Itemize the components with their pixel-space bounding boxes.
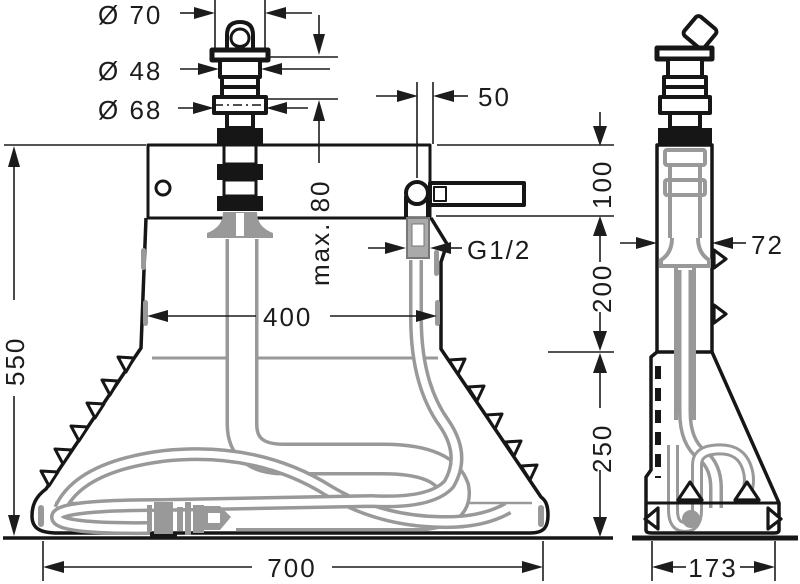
dim-diameter-48: Ø 48 (98, 56, 330, 86)
side-knob (681, 14, 719, 51)
lever-elbow (404, 180, 430, 206)
dim-label-max80: max. 80 (305, 180, 335, 287)
spout-pillar (207, 0, 273, 238)
dim-label-68: Ø 68 (98, 95, 162, 125)
plate-hole (154, 179, 172, 197)
front-view (30, 0, 550, 538)
side-view (643, 14, 783, 535)
dim-label-400: 400 (263, 302, 312, 332)
dim-label-48: Ø 48 (98, 56, 162, 86)
dim-400: 400 (147, 302, 437, 332)
dim-label-70: Ø 70 (98, 0, 162, 30)
dim-label-100: 100 (587, 160, 617, 209)
side-skirt (643, 270, 783, 535)
mounting-plate (146, 143, 432, 220)
dim-label-g12: G1/2 (467, 235, 531, 265)
dim-label-173: 173 (688, 553, 737, 583)
side-clip-upper (712, 248, 728, 270)
dim-label-200: 200 (587, 264, 617, 313)
dim-50: 50 (376, 82, 511, 112)
dim-label-250: 250 (587, 424, 617, 473)
dim-diameter-68: Ø 68 (98, 95, 308, 125)
dim-550: 550 (0, 144, 146, 536)
dim-label-550: 550 (0, 337, 30, 386)
dim-700: 700 (42, 541, 544, 583)
dim-diameter-70: Ø 70 (98, 0, 312, 30)
handle-lever (404, 82, 526, 259)
side-pillar (654, 14, 719, 145)
inlet-connector (147, 502, 231, 538)
lever-bar (428, 181, 526, 207)
dim-label-72: 72 (751, 230, 784, 260)
side-clip-lower (712, 303, 728, 325)
right-slope-teeth (447, 357, 539, 482)
dim-max-80: max. 80 (266, 15, 338, 286)
left-slope-teeth (39, 355, 136, 488)
dim-column-right: 100 200 250 (436, 112, 617, 537)
dim-label-700: 700 (267, 553, 316, 583)
dim-label-50: 50 (478, 82, 511, 112)
dim-g12: G1/2 (368, 235, 531, 265)
dim-173: 173 (651, 541, 776, 583)
front-hoses (49, 239, 512, 536)
dim-72: 72 (620, 230, 784, 260)
